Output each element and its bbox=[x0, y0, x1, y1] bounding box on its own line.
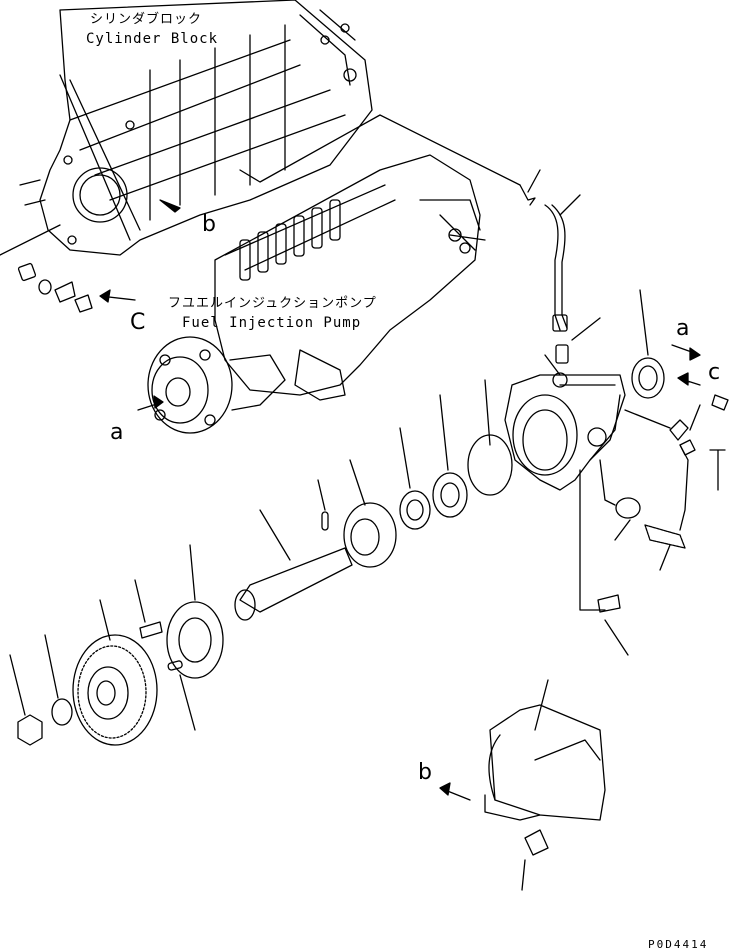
reference-arrows bbox=[99, 199, 701, 801]
flange-plate bbox=[166, 544, 224, 679]
ref-c-left: C bbox=[130, 310, 146, 335]
bearings bbox=[399, 394, 468, 530]
drawing-code: P0D4414 bbox=[648, 938, 709, 951]
right-parts bbox=[579, 289, 729, 656]
cylinder-block-en-label: Cylinder Block bbox=[86, 31, 219, 47]
ref-a-left: a bbox=[110, 420, 124, 445]
nut bbox=[17, 714, 43, 746]
leader-block-to-line bbox=[239, 114, 521, 186]
coupling bbox=[343, 459, 397, 568]
drive-shaft bbox=[234, 509, 353, 621]
fuel-pump-en-label: Fuel Injection Pump bbox=[182, 315, 362, 331]
adapter-housing bbox=[484, 354, 626, 491]
ref-b-guard: b bbox=[418, 760, 432, 785]
pump-plungers bbox=[239, 199, 341, 281]
bolt-gear bbox=[139, 621, 163, 639]
fuel-injection-pump bbox=[147, 154, 486, 434]
pump-flange bbox=[147, 336, 233, 434]
bracket-parts bbox=[0, 224, 93, 313]
washer bbox=[51, 698, 73, 726]
fuel-pump-jp-label: フユエルインジュクションポンプ bbox=[168, 296, 377, 311]
ref-a-right: a bbox=[676, 316, 690, 341]
drive-gear bbox=[72, 599, 158, 746]
ref-b-block: b bbox=[202, 212, 216, 237]
ref-c-right: c bbox=[708, 360, 721, 385]
injection-pipe bbox=[519, 169, 601, 364]
dowel-pin bbox=[167, 660, 183, 671]
cylinder-block bbox=[19, 0, 373, 256]
cylinder-block-jp-label: シリンダブロック bbox=[90, 12, 203, 27]
o-ring bbox=[467, 434, 513, 496]
key-pin bbox=[321, 511, 329, 531]
guard-cover bbox=[484, 679, 606, 891]
